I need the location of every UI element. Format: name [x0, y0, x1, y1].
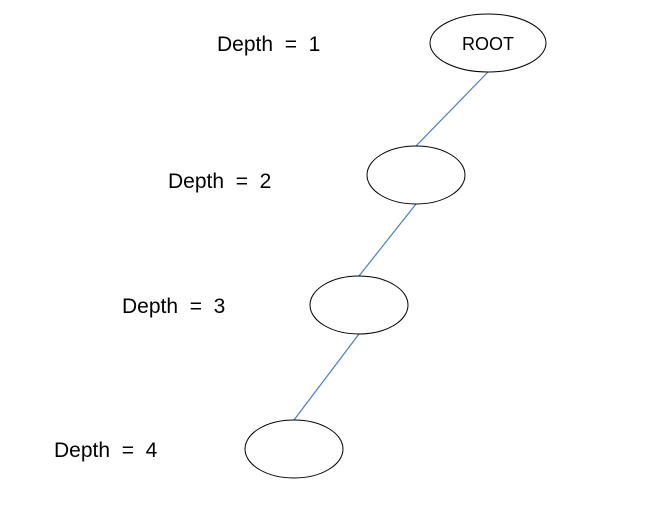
depth-2-node [366, 145, 466, 205]
depth-label-1: Depth = 1 [217, 33, 320, 56]
depth-3-node [309, 275, 409, 335]
depth-label-4: Depth = 4 [54, 439, 158, 462]
edge-depth-2-to-depth-3 [358, 203, 417, 277]
depth-4-node [244, 419, 344, 479]
depth-label-3: Depth = 3 [122, 295, 225, 318]
edge-root-to-depth-2 [415, 71, 489, 147]
edge-depth-3-to-depth-4 [293, 333, 360, 421]
root-node [429, 13, 547, 73]
root-node-label: ROOT [462, 34, 514, 54]
depth-label-2: Depth = 2 [168, 170, 271, 193]
